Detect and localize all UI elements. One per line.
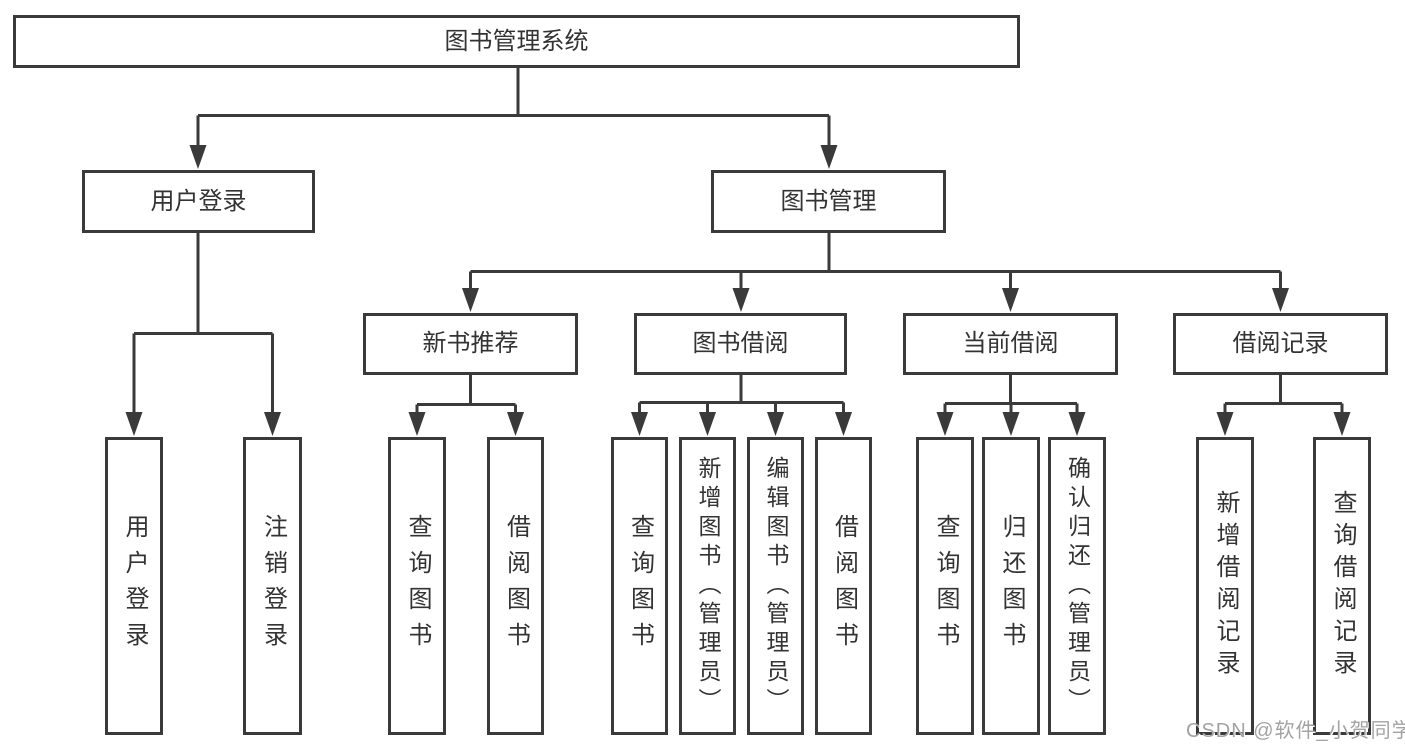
leaf-add-book-admin-label: 新增图书（管理员） [695,455,721,717]
node-current-borrow: 当前借阅 [903,313,1118,375]
leaf-query-borrow-record-label: 查询借阅记录 [1329,490,1356,682]
leaf-user-login: 用户登录 [105,437,163,735]
node-user-login-label: 用户登录 [150,187,247,215]
leaf-add-book-admin: 新增图书（管理员） [679,437,736,735]
node-book-mgmt: 图书管理 [711,170,946,233]
node-book-borrow-label: 图书借阅 [692,330,789,357]
node-book-mgmt-label: 图书管理 [780,187,877,215]
leaf-edit-book-admin-label: 编辑图书（管理员） [763,455,789,717]
leaf-logout-label: 注销登录 [259,514,287,658]
leaf-borrow-books-borrow: 借阅图书 [815,437,872,735]
node-new-books: 新书推荐 [363,313,578,375]
node-current-borrow-label: 当前借阅 [962,330,1059,357]
leaf-borrow-books-borrow-label: 借阅图书 [830,514,858,658]
leaf-return-book: 归还图书 [982,437,1040,735]
leaf-query-books-borrow: 查询图书 [611,437,668,735]
leaf-borrow-books-newbooks: 借阅图书 [487,437,544,735]
node-book-borrow: 图书借阅 [634,313,847,375]
leaf-return-book-label: 归还图书 [998,514,1025,658]
node-new-books-label: 新书推荐 [422,330,519,357]
leaf-borrow-books-newbooks-label: 借阅图书 [502,514,530,658]
node-borrow-records: 借阅记录 [1173,313,1388,375]
leaf-add-borrow-record: 新增借阅记录 [1196,437,1254,735]
leaf-query-books-current-label: 查询图书 [932,514,959,658]
node-root-label: 图书管理系统 [444,27,589,55]
leaf-query-books-borrow-label: 查询图书 [626,514,654,658]
csdn-watermark: CSDN @软件_小贺同学 [1186,720,1405,742]
node-root: 图书管理系统 [13,15,1020,68]
leaf-confirm-return-admin-label: 确认归还（管理员） [1064,455,1091,717]
leaf-logout: 注销登录 [243,437,302,735]
leaf-query-books-current: 查询图书 [916,437,974,735]
leaf-query-books-newbooks-label: 查询图书 [404,514,431,658]
leaf-add-borrow-record-label: 新增借阅记录 [1212,490,1239,682]
leaf-query-books-newbooks: 查询图书 [388,437,446,735]
leaf-confirm-return-admin: 确认归还（管理员） [1048,437,1106,735]
leaf-user-login-label: 用户登录 [121,514,148,658]
leaf-query-borrow-record: 查询借阅记录 [1313,437,1371,735]
leaf-edit-book-admin: 编辑图书（管理员） [747,437,804,735]
node-borrow-records-label: 借阅记录 [1232,330,1329,357]
node-user-login: 用户登录 [82,170,315,233]
